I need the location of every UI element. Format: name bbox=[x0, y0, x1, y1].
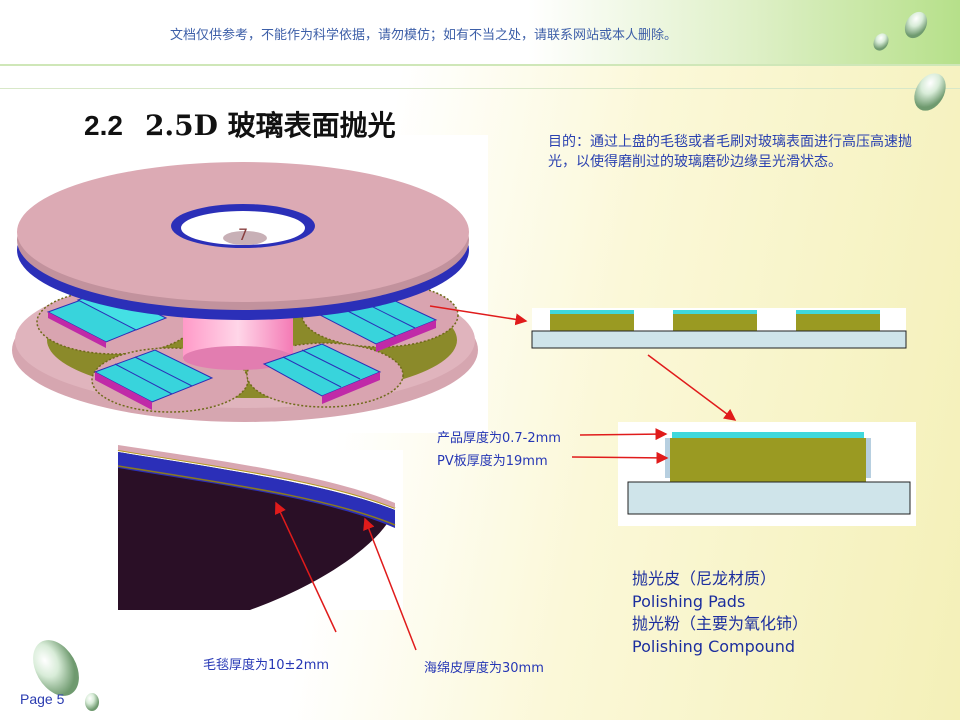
purpose-paragraph: 目的：通过上盘的毛毯或者毛刷对玻璃表面进行高压高速抛光，以使得磨削过的玻璃磨砂边… bbox=[548, 134, 912, 170]
sponge-thickness-label: 海绵皮厚度为30mm bbox=[424, 661, 544, 676]
edge-closeup-illustration bbox=[117, 445, 403, 610]
page-number: Page 5 bbox=[20, 691, 65, 707]
polishing-compound-cn: 抛光粉（主要为氧化铈） bbox=[632, 614, 809, 633]
droplet-decoration-top bbox=[873, 11, 946, 111]
polishing-pad-en: Polishing Pads bbox=[632, 591, 746, 611]
product-thickness-label: 产品厚度为0.7-2mm bbox=[437, 431, 561, 446]
materials-legend: 抛光皮（尼龙材质） Polishing Pads 抛光粉（主要为氧化铈） Pol… bbox=[632, 568, 808, 658]
annotation-arrows bbox=[274, 305, 737, 651]
pv-thickness-label: PV板厚度为19mm bbox=[437, 454, 548, 469]
glass-pad-group bbox=[262, 343, 382, 404]
felt-thickness-label: 毛毯厚度为10±2mm bbox=[203, 658, 330, 673]
slide-title: 2.2 2.5D 玻璃表面抛光 bbox=[84, 104, 396, 144]
cross-section-detail bbox=[618, 422, 916, 526]
cross-section-overview bbox=[531, 308, 907, 349]
polishing-pad-cn: 抛光皮（尼龙材质） bbox=[632, 569, 777, 588]
polishing-machine-illustration: 7 bbox=[10, 135, 488, 433]
header-banner: 文档仅供参考，不能作为科学依据，请勿模仿；如有不当之处，请联系网站或本人删除。 bbox=[0, 0, 960, 66]
droplet-decoration-bottom bbox=[33, 640, 99, 711]
station-number: 7 bbox=[238, 225, 248, 244]
glass-pad-group bbox=[93, 349, 214, 410]
polishing-compound-en: Polishing Compound bbox=[632, 636, 795, 656]
section-title: 2.5D 玻璃表面抛光 bbox=[144, 109, 396, 142]
disclaimer-text: 文档仅供参考，不能作为科学依据，请勿模仿；如有不当之处，请联系网站或本人删除。 bbox=[170, 28, 678, 43]
header-divider bbox=[0, 88, 960, 89]
section-number: 2.2 bbox=[84, 110, 123, 141]
